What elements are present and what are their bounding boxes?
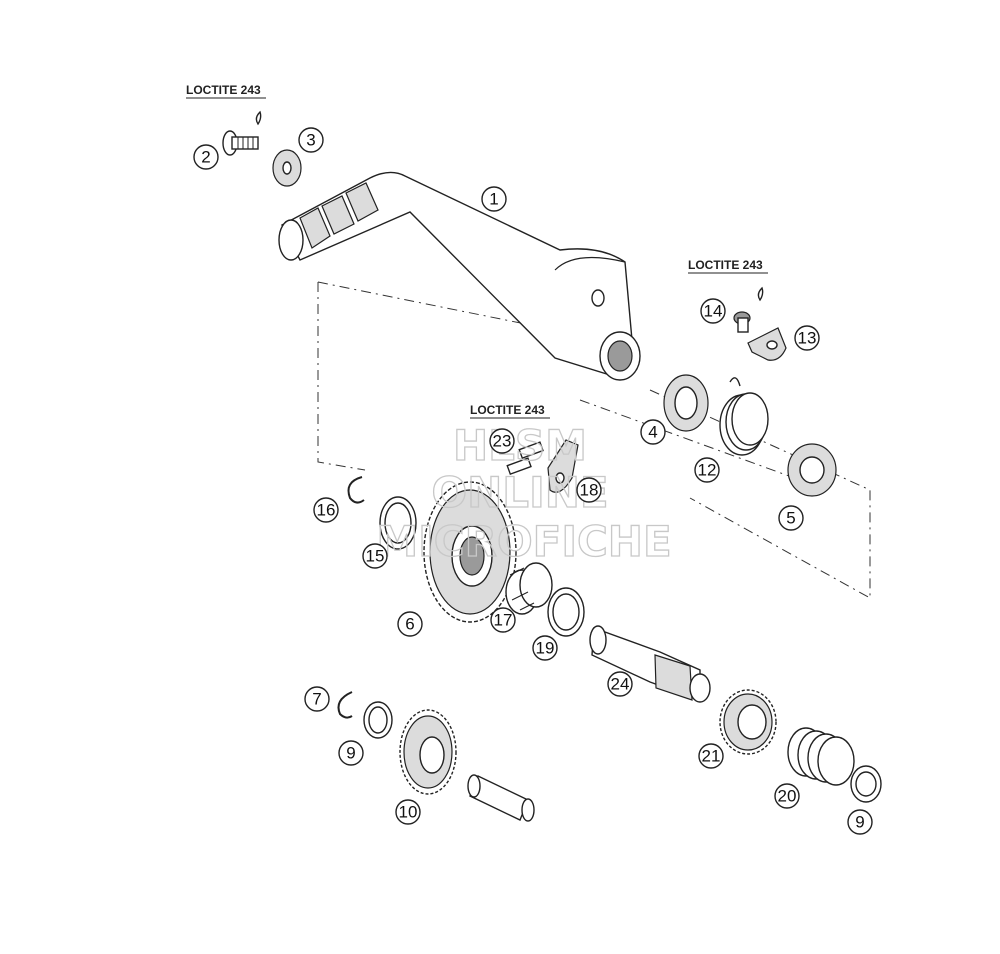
washer-icon — [363, 701, 393, 739]
svg-text:HLSM: HLSM — [453, 421, 587, 470]
svg-text:16: 16 — [317, 501, 336, 520]
svg-text:6: 6 — [405, 615, 414, 634]
svg-text:24: 24 — [611, 675, 630, 694]
circlip-icon — [337, 691, 353, 719]
callout-23: 23 — [489, 428, 515, 454]
svg-text:19: 19 — [536, 639, 555, 658]
washer-icon — [663, 374, 709, 432]
kick-start-shaft-icon — [589, 625, 711, 703]
callout-14: 14 — [700, 298, 726, 324]
svg-text:3: 3 — [306, 131, 315, 150]
callout-9a: 9 — [338, 740, 364, 766]
washer-icon — [787, 443, 837, 497]
svg-text:20: 20 — [778, 787, 797, 806]
gear-icon — [423, 481, 517, 623]
callout-5: 5 — [778, 505, 804, 531]
callout-15: 15 — [362, 543, 388, 569]
kick-start-lever-icon — [278, 171, 641, 381]
plate-icon — [547, 439, 579, 493]
gear-icon — [399, 709, 457, 795]
callout-9b: 9 — [847, 809, 873, 835]
callout-24: 24 — [607, 671, 633, 697]
callout-6: 6 — [397, 611, 423, 637]
svg-text:18: 18 — [580, 481, 599, 500]
callout-10: 10 — [395, 799, 421, 825]
loctite-label-3: LOCTITE 243 — [470, 403, 550, 419]
callout-21: 21 — [698, 743, 724, 769]
svg-text:2: 2 — [201, 148, 210, 167]
circlip-icon — [347, 476, 365, 504]
pin-icon — [467, 774, 535, 822]
needle-bearing-icon — [505, 562, 553, 615]
svg-text:MICROFICHE: MICROFICHE — [376, 517, 671, 566]
washer-icon — [850, 765, 882, 803]
assembly-dashed-line — [579, 399, 801, 481]
svg-text:21: 21 — [702, 747, 721, 766]
svg-text:15: 15 — [366, 547, 385, 566]
callout-16: 16 — [313, 497, 339, 523]
bracket-icon — [747, 327, 787, 361]
callout-1: 1 — [481, 186, 507, 212]
callout-2: 2 — [193, 144, 219, 170]
screw-icon — [733, 311, 751, 333]
callout-17: 17 — [490, 607, 516, 633]
svg-text:LOCTITE 243: LOCTITE 243 — [688, 258, 763, 272]
callout-4: 4 — [640, 419, 666, 445]
svg-text:9: 9 — [855, 813, 864, 832]
callout-19: 19 — [532, 635, 558, 661]
svg-text:23: 23 — [493, 432, 512, 451]
callout-13: 13 — [794, 325, 820, 351]
screw-icon — [506, 441, 544, 476]
svg-text:12: 12 — [698, 461, 717, 480]
svg-text:7: 7 — [312, 690, 321, 709]
washer-icon — [379, 496, 417, 550]
svg-text:13: 13 — [798, 329, 817, 348]
svg-text:1: 1 — [489, 190, 498, 209]
callout-18: 18 — [576, 477, 602, 503]
screw-icon — [222, 130, 259, 156]
loctite-label-1: LOCTITE 243 — [186, 83, 266, 126]
washer-icon — [272, 149, 302, 187]
assembly-dashed-line — [317, 281, 871, 599]
ratchet-gear-icon — [719, 689, 777, 755]
spring-icon — [719, 377, 769, 456]
spring-icon — [787, 727, 855, 786]
washer-icon — [547, 587, 585, 637]
watermark: HLSM ONLINE MICROFICHE — [376, 420, 673, 566]
svg-text:4: 4 — [648, 423, 657, 442]
svg-text:14: 14 — [704, 302, 723, 321]
svg-text:10: 10 — [399, 803, 418, 822]
svg-text:5: 5 — [786, 509, 795, 528]
svg-text:9: 9 — [346, 744, 355, 763]
svg-text:17: 17 — [494, 611, 513, 630]
svg-text:LOCTITE 243: LOCTITE 243 — [470, 403, 545, 417]
loctite-label-2: LOCTITE 243 — [688, 258, 768, 302]
svg-text:LOCTITE 243: LOCTITE 243 — [186, 83, 261, 97]
callout-12: 12 — [694, 457, 720, 483]
callout-20: 20 — [774, 783, 800, 809]
callout-7: 7 — [304, 686, 330, 712]
callout-3: 3 — [298, 127, 324, 153]
